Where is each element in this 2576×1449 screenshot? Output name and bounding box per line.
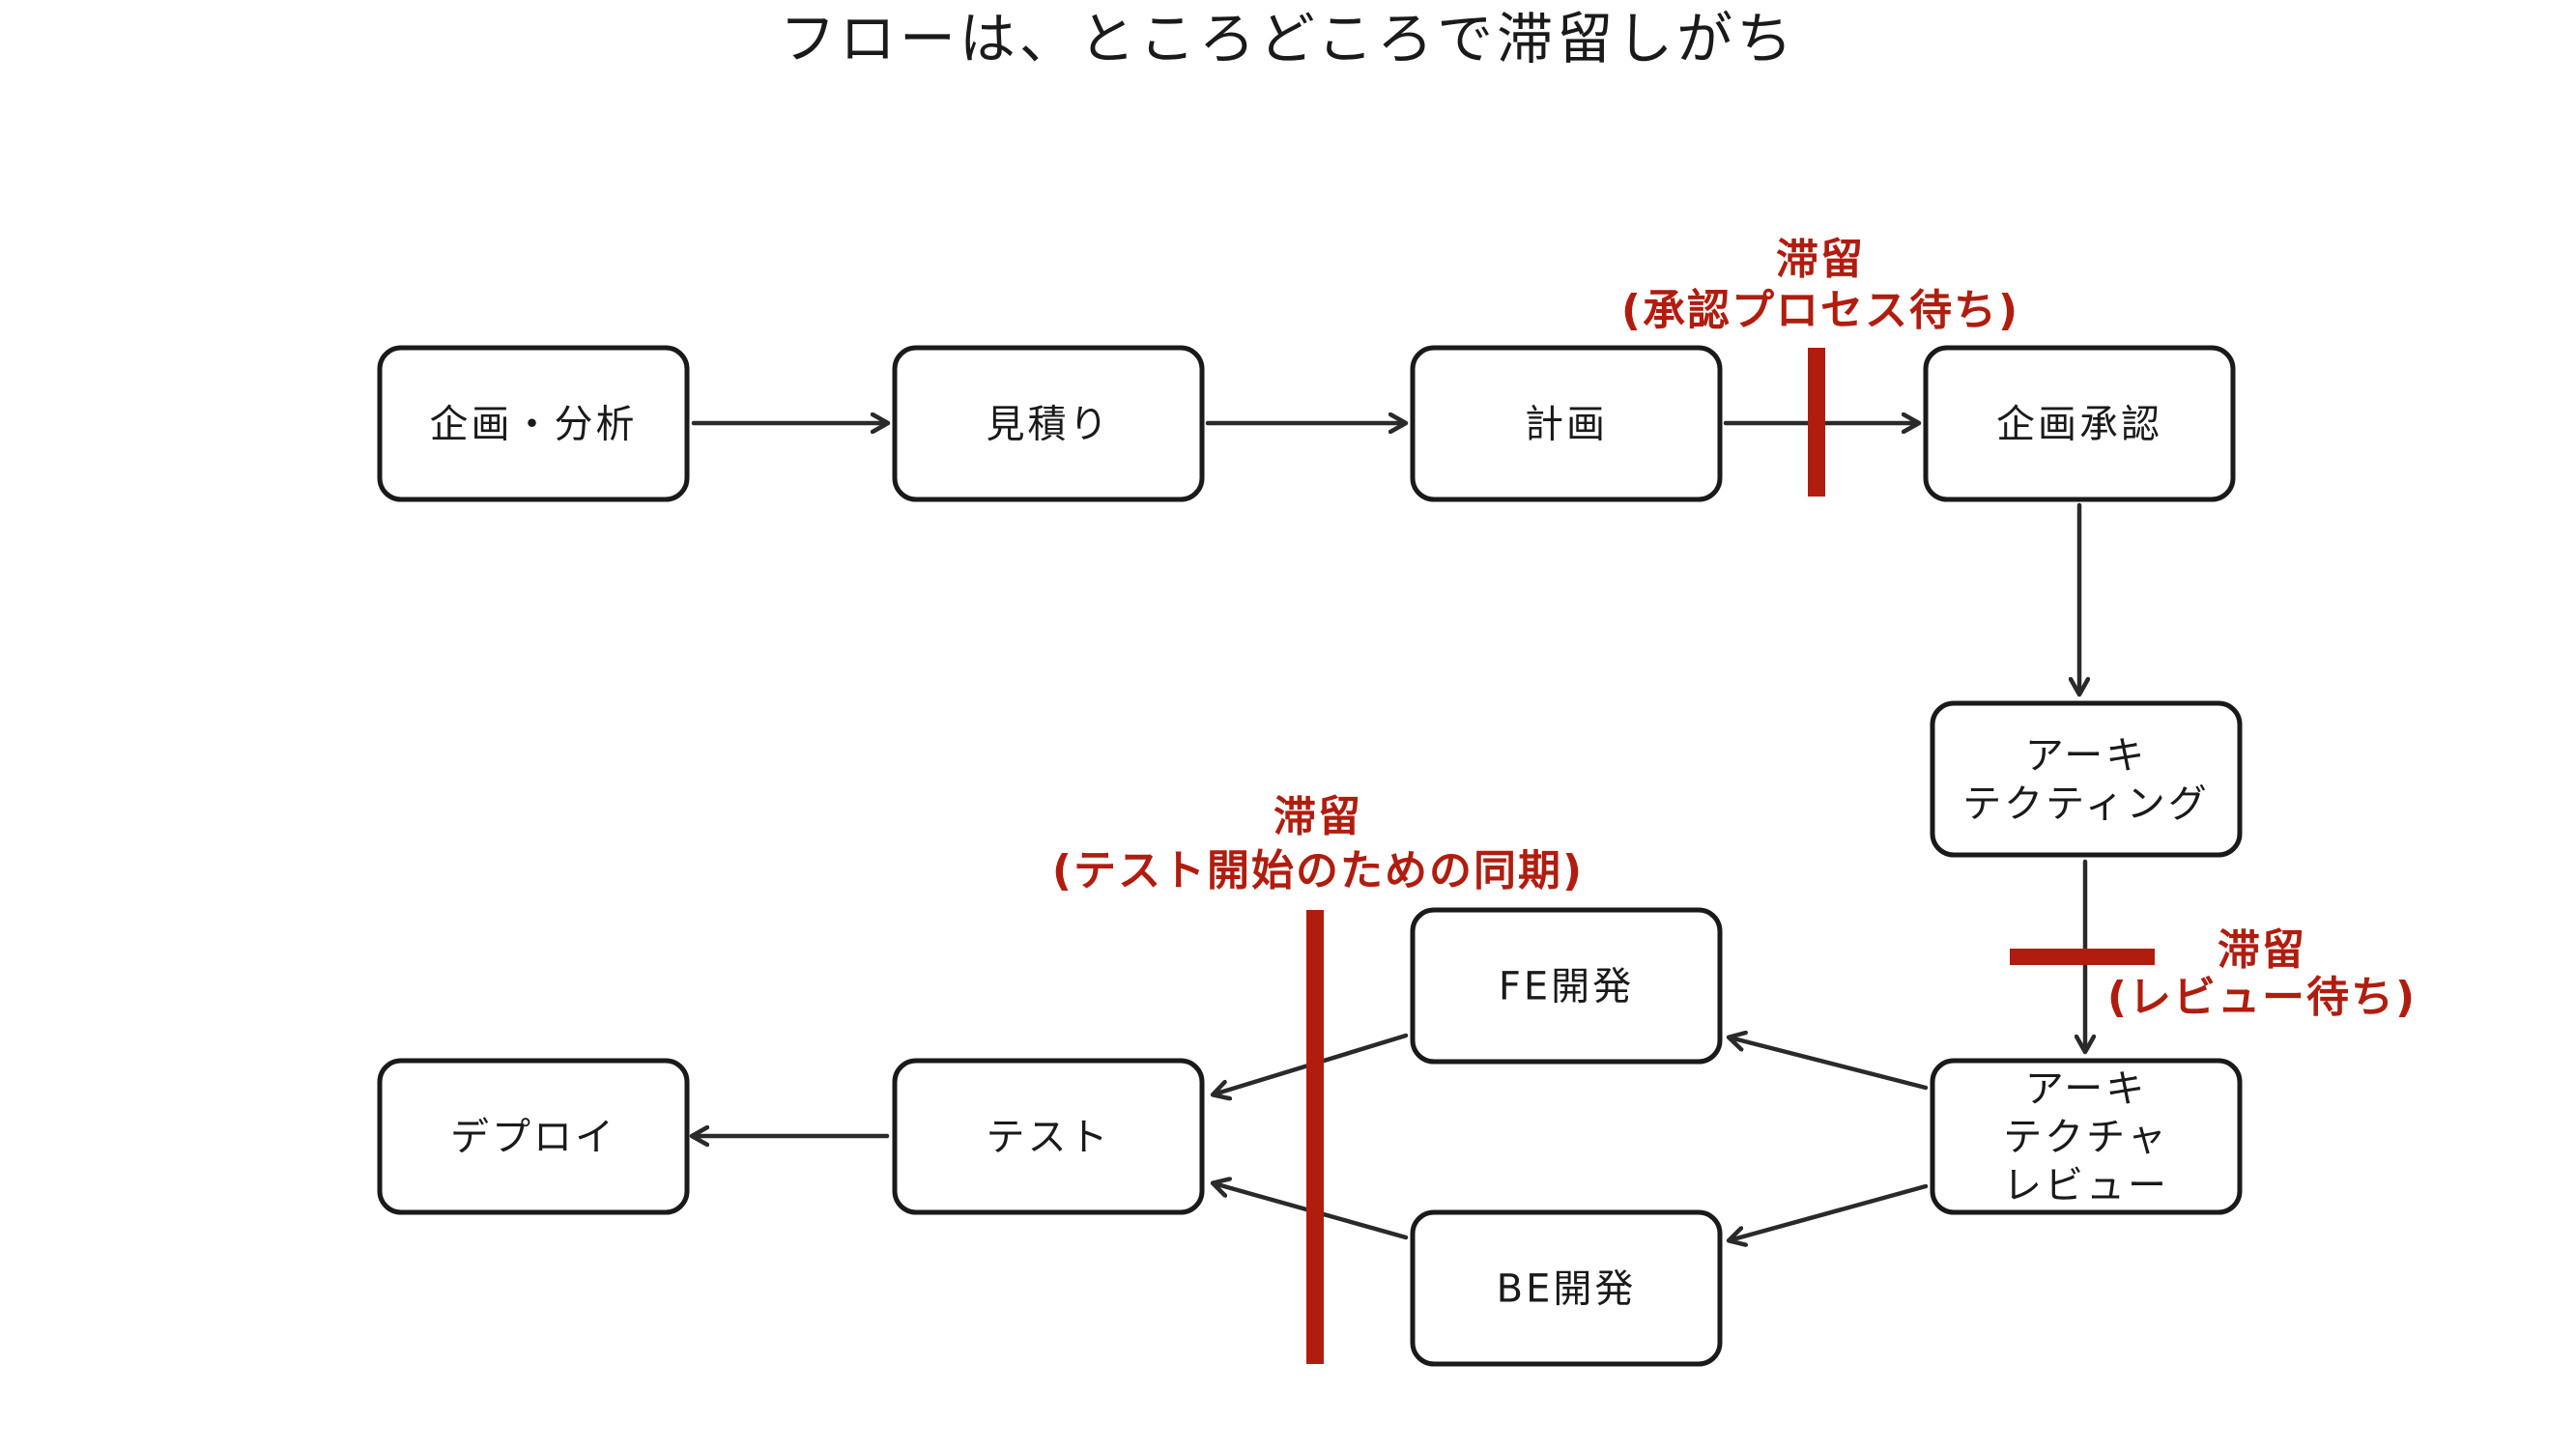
node-plan-approval: 企画承認 xyxy=(1923,345,2236,502)
stagnation-reason: (レビュー待ち) xyxy=(2107,973,2417,1022)
node-label: FE開発 xyxy=(1499,965,1634,1009)
stagnation-test-sync: 滞留 (テスト開始のための同期) xyxy=(1052,792,1584,1364)
stagnation-approval-wait: 滞留(承認プロセス待ち) xyxy=(1621,235,2019,497)
node-box xyxy=(377,345,690,502)
node-box xyxy=(1930,1058,2243,1215)
node-label: レビュー xyxy=(2003,1164,2169,1208)
node-deploy: デプロイ xyxy=(377,1058,690,1215)
node-box xyxy=(892,345,1205,502)
node-be-dev: BE開発 xyxy=(1410,1209,1723,1367)
nodes: 企画・分析見積り計画企画承認アーキテクティングアーキテクチャレビューFE開発BE… xyxy=(377,345,2243,1367)
stagnation-reason: (承認プロセス待ち) xyxy=(1621,286,2019,335)
stagnation-markers: 滞留(承認プロセス待ち)滞留(レビュー待ち)滞留(テスト開始のための同期) xyxy=(1052,235,2417,1364)
stagnation-label: 滞留 xyxy=(1274,792,1362,841)
blocking-bar xyxy=(2010,949,2155,965)
node-label: BE開発 xyxy=(1497,1267,1637,1312)
stagnation-review-wait: 滞留(レビュー待ち) xyxy=(2010,925,2417,1022)
stagnation-label: 滞留 xyxy=(2218,925,2306,975)
node-label: 計画 xyxy=(1525,403,1608,447)
node-label: 見積り xyxy=(987,403,1111,447)
node-box xyxy=(377,1058,690,1215)
node-test: テスト xyxy=(892,1058,1205,1215)
blocking-bar xyxy=(1808,348,1825,497)
node-box xyxy=(1410,1209,1723,1367)
node-box xyxy=(1923,345,2236,502)
node-plan-analysis: 企画・分析 xyxy=(377,345,690,502)
node-label: テスト xyxy=(987,1116,1111,1160)
node-planning: 計画 xyxy=(1410,345,1723,502)
node-box xyxy=(1410,907,1723,1065)
stagnation-reason: (テスト開始のための同期) xyxy=(1052,846,1584,895)
arrow-architecture-review-to-fe-dev xyxy=(1730,1037,1929,1091)
page-title: フローは、ところどころで滞留しがち xyxy=(780,6,1796,71)
node-label: アーキ xyxy=(2025,734,2148,779)
node-box xyxy=(892,1058,1205,1215)
node-label: テクチャ xyxy=(2003,1116,2169,1160)
node-estimate: 見積り xyxy=(892,345,1205,502)
stagnation-label: 滞留 xyxy=(1776,235,1865,284)
node-fe-dev: FE開発 xyxy=(1410,907,1723,1065)
arrow-architecture-review-to-be-dev xyxy=(1730,1183,1929,1240)
blocking-bar xyxy=(1306,910,1324,1364)
node-box xyxy=(1410,345,1723,502)
node-label: テクティング xyxy=(1962,782,2210,827)
node-label: デプロイ xyxy=(450,1116,616,1160)
node-label: アーキ xyxy=(2025,1067,2148,1112)
node-box xyxy=(1930,700,2243,858)
node-label: 企画・分析 xyxy=(430,403,638,447)
node-label: 企画承認 xyxy=(1996,403,2162,447)
